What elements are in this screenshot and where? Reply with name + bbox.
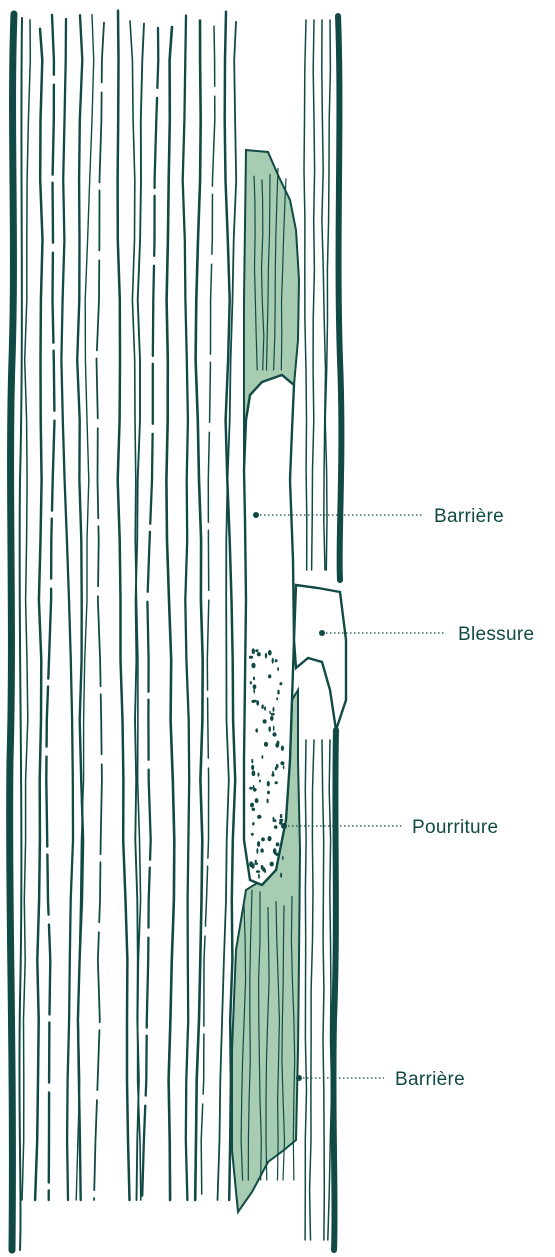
label-barrier-lower: Barrière bbox=[395, 1069, 465, 1090]
rot-speckle bbox=[276, 764, 279, 768]
rot-speckle bbox=[277, 667, 279, 671]
rot-speckle bbox=[268, 674, 271, 678]
rot-speckle bbox=[267, 799, 269, 804]
rot-speckle bbox=[256, 700, 259, 706]
rot-speckle bbox=[283, 765, 285, 769]
rot-speckle bbox=[253, 684, 257, 689]
rot-speckle bbox=[253, 688, 255, 693]
rot-speckle bbox=[253, 677, 255, 681]
rot-speckle bbox=[273, 726, 275, 732]
rot-speckle bbox=[280, 873, 282, 878]
rot-speckle bbox=[259, 780, 261, 783]
rot-speckle bbox=[276, 697, 278, 700]
rot-speckle bbox=[255, 649, 258, 652]
rot-speckle bbox=[275, 659, 278, 662]
rot-speckle bbox=[280, 814, 283, 818]
rot-speckle bbox=[256, 848, 258, 854]
rot-speckle bbox=[260, 848, 263, 852]
rot-speckle bbox=[258, 773, 260, 777]
rot-speckle bbox=[251, 833, 254, 836]
rot-speckle bbox=[261, 865, 264, 870]
rot-speckle bbox=[265, 653, 267, 659]
rot-speckle bbox=[253, 822, 255, 825]
rot-speckle bbox=[262, 755, 264, 759]
rot-speckle bbox=[282, 856, 284, 860]
rot-speckle bbox=[263, 719, 267, 723]
rot-speckle bbox=[264, 742, 268, 747]
rot-speckle bbox=[270, 716, 274, 721]
rot-speckle bbox=[267, 836, 271, 841]
label-wound: Blessure bbox=[458, 624, 534, 645]
rot-speckle bbox=[261, 704, 263, 709]
rot-speckle bbox=[250, 803, 254, 808]
rot-speckle bbox=[272, 732, 276, 736]
rot-speckle bbox=[274, 825, 278, 829]
rot-speckle bbox=[272, 658, 274, 664]
label-barrier-upper: Barrière bbox=[434, 506, 504, 527]
rot-speckle bbox=[279, 682, 282, 685]
rot-speckle bbox=[256, 870, 260, 873]
rot-speckle bbox=[273, 817, 275, 822]
rot-speckle bbox=[264, 706, 266, 710]
rot-speckle bbox=[255, 798, 259, 803]
rot-speckle bbox=[280, 761, 284, 765]
rot-speckle bbox=[257, 841, 260, 847]
rot-speckle bbox=[277, 741, 280, 746]
rot-speckle bbox=[251, 863, 254, 868]
rot-speckle bbox=[252, 808, 256, 811]
rot-speckle bbox=[249, 787, 252, 790]
rot-speckle bbox=[271, 773, 274, 776]
rot-speckle bbox=[275, 781, 278, 784]
rot-speckle bbox=[261, 837, 265, 841]
rot-speckle bbox=[281, 746, 284, 751]
rot-speckle bbox=[267, 781, 270, 787]
rot-speckle bbox=[251, 663, 255, 669]
rot-speckle bbox=[249, 656, 253, 659]
rot-speckle bbox=[253, 785, 255, 790]
label-rot: Pourriture bbox=[412, 817, 498, 838]
rot-speckle bbox=[268, 726, 271, 732]
rot-speckle bbox=[252, 648, 255, 654]
rot-speckle bbox=[255, 728, 258, 732]
rot-speckle bbox=[268, 650, 272, 656]
rot-speckle bbox=[251, 759, 253, 764]
rot-speckle bbox=[274, 819, 276, 822]
rot-speckle bbox=[273, 707, 275, 712]
rot-speckle bbox=[254, 700, 257, 702]
rot-speckle bbox=[269, 711, 271, 714]
rot-speckle bbox=[274, 850, 276, 855]
rot-speckle bbox=[276, 842, 280, 846]
rot-speckle bbox=[277, 690, 279, 695]
rot-speckle bbox=[267, 791, 270, 794]
rot-speckle bbox=[257, 652, 261, 656]
rot-speckle bbox=[257, 815, 261, 819]
rot-speckle bbox=[271, 713, 275, 716]
rot-speckle bbox=[272, 862, 274, 864]
rot-speckle bbox=[254, 863, 258, 865]
rot-speckle bbox=[264, 869, 266, 873]
rot-speckle bbox=[252, 770, 256, 776]
rot-speckle bbox=[279, 819, 283, 822]
rot-speckle bbox=[251, 765, 254, 770]
decay-cavity bbox=[244, 375, 294, 885]
rot-speckle bbox=[258, 874, 260, 879]
rot-speckle bbox=[250, 681, 252, 684]
